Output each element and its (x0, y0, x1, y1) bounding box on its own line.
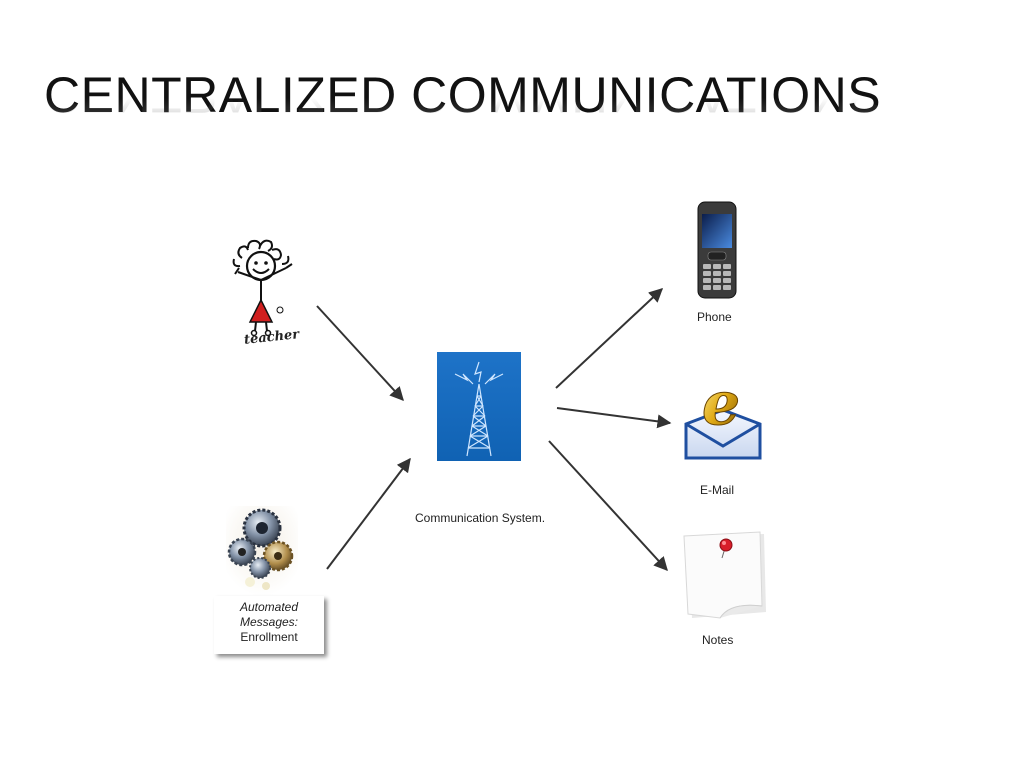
automated-line2: Messages: (239, 615, 299, 629)
gears-icon (226, 506, 298, 596)
teacher-figure (228, 236, 300, 352)
arrow-hub-to-email (556, 407, 672, 429)
automated-line1: Automated (239, 600, 299, 614)
automated-messages-card: Automated Messages: Enrollment (214, 596, 324, 654)
communication-tower-box (437, 352, 521, 461)
arrow-hub-to-phone (555, 288, 664, 389)
arrow-teacher-to-hub (316, 305, 404, 402)
arrow-hub-to-notes (548, 440, 668, 572)
slide-title: CENTRALIZED COMMUNICATIONS (44, 67, 882, 123)
hub-label: Communication System. (415, 511, 546, 525)
notes-label: Notes (702, 633, 734, 647)
email-icon: e (684, 369, 762, 460)
teacher-icon (232, 239, 293, 337)
arrow-automated-to-hub (326, 457, 411, 570)
sticky-note-icon (683, 531, 766, 619)
automated-line3: Enrollment (240, 630, 298, 644)
email-image: e (682, 362, 764, 464)
phone-image (694, 200, 740, 300)
gears-image (226, 506, 298, 596)
phone-label: Phone (697, 310, 732, 324)
svg-text:e: e (702, 369, 740, 439)
phone-icon (697, 201, 737, 299)
email-label: E-Mail (700, 483, 735, 497)
notes-image (680, 528, 770, 622)
radio-tower-icon (454, 361, 504, 457)
